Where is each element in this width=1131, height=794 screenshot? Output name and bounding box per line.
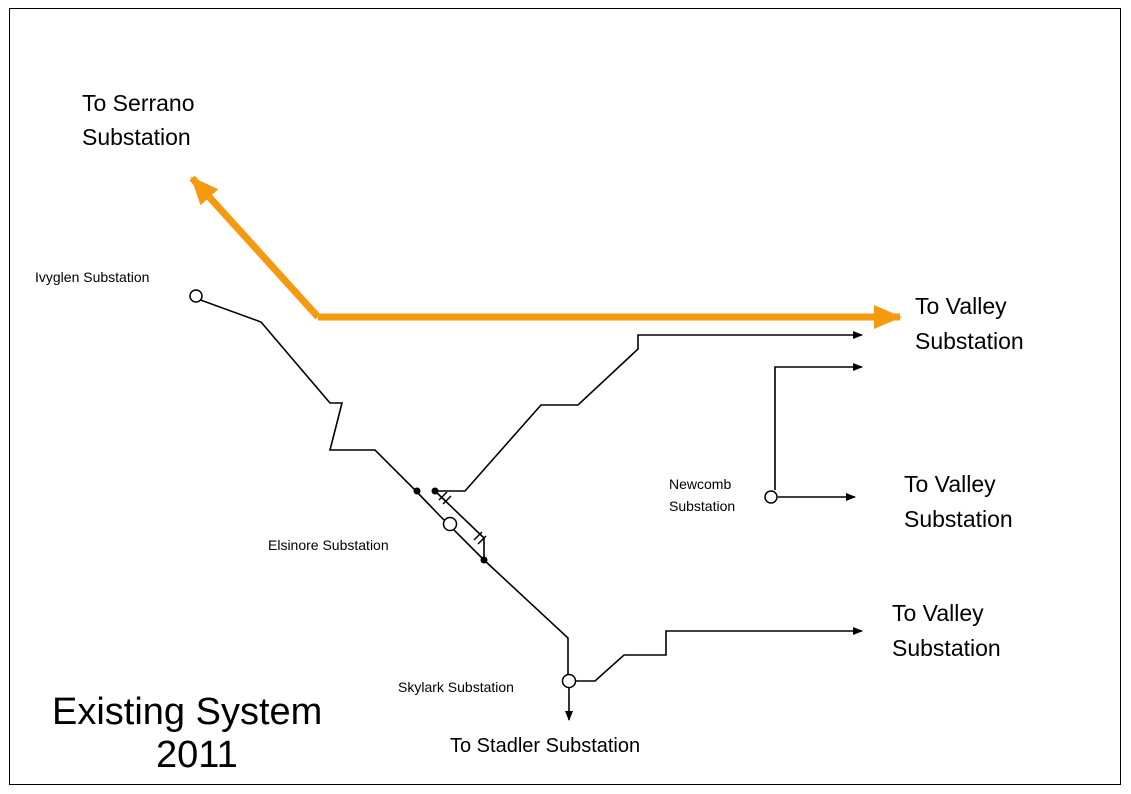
serrano-label-line1: To Serrano [82, 90, 195, 116]
valley-mid-label-line2: Substation [904, 506, 1013, 532]
skylark-substation-node [561, 673, 577, 689]
diagram-frame [9, 8, 1121, 785]
serrano-valley-line [189, 175, 321, 320]
junction-dot [480, 556, 488, 564]
ivyglen-label: Ivyglen Substation [35, 269, 149, 285]
valley-mid-label-line1: To Valley [904, 471, 996, 497]
junction-dot [413, 487, 421, 495]
newcomb-substation-node [764, 490, 778, 504]
elsinore-bypass-line [434, 490, 485, 560]
ivyglen-substation-node [189, 289, 203, 303]
capacitor-icon [438, 491, 452, 505]
elsinore-substation-node [442, 516, 458, 532]
newcomb-label-line1: Newcomb [669, 476, 731, 492]
stadler-label: To Stadler Substation [450, 735, 640, 757]
ivyglen-skylark-line [194, 297, 569, 680]
junction-dot [431, 487, 439, 495]
skylark-valley-line [576, 627, 863, 682]
newcomb-valley-upper-line [774, 363, 863, 490]
valley-top-label-line1: To Valley [915, 293, 1007, 319]
valley-top-label-line2: Substation [915, 328, 1024, 354]
diagram-title-line1: Existing System [52, 691, 322, 733]
valley-bottom-label-line1: To Valley [892, 600, 984, 626]
elsinore-label: Elsinore Substation [268, 537, 389, 553]
newcomb-label-line2: Substation [669, 498, 735, 514]
diagram-title-line2: 2011 [156, 734, 238, 776]
elsinore-valley-line [435, 331, 863, 492]
valley-bottom-label-line2: Substation [892, 635, 1001, 661]
capacitor-icon [473, 531, 487, 545]
serrano-label-line2: Substation [82, 124, 191, 150]
skylark-label: Skylark Substation [398, 679, 514, 695]
